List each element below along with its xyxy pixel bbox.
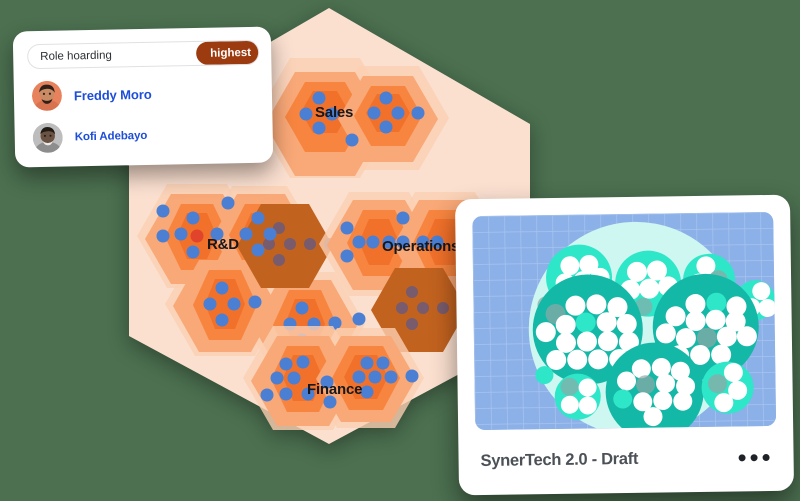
role-hoarding-card: highest Freddy Moro	[12, 26, 274, 168]
list-item[interactable]: Freddy Moro	[31, 79, 152, 112]
circle-packing-visualization[interactable]	[472, 211, 777, 431]
hex-label-finance: Finance	[307, 381, 363, 398]
person-name: Freddy Moro	[73, 86, 152, 103]
hex-label-sales: Sales	[315, 104, 354, 121]
cluster-c9	[701, 361, 754, 414]
role-filter-field[interactable]: highest	[26, 39, 260, 70]
more-options-icon[interactable]	[738, 453, 770, 461]
cluster-c5	[532, 274, 643, 385]
search-input[interactable]	[27, 40, 197, 70]
avatar	[31, 80, 63, 112]
cluster-c8	[605, 342, 704, 431]
stray-node	[535, 366, 554, 385]
cluster-c7	[554, 373, 601, 420]
hex-group-finance	[243, 326, 424, 430]
hex-label-operations: Operations	[382, 238, 460, 255]
hex-group-sales	[255, 58, 449, 178]
project-title: SynerTech 2.0 - Draft	[480, 449, 639, 470]
avatar	[32, 122, 64, 154]
severity-badge: highest	[195, 40, 260, 65]
project-card-footer: SynerTech 2.0 - Draft	[458, 435, 794, 484]
hex-label-rd: R&D	[207, 236, 239, 253]
project-card[interactable]: SynerTech 2.0 - Draft	[454, 194, 795, 496]
person-name: Kofi Adebayo	[74, 129, 148, 144]
list-item[interactable]: Kofi Adebayo	[32, 121, 148, 154]
